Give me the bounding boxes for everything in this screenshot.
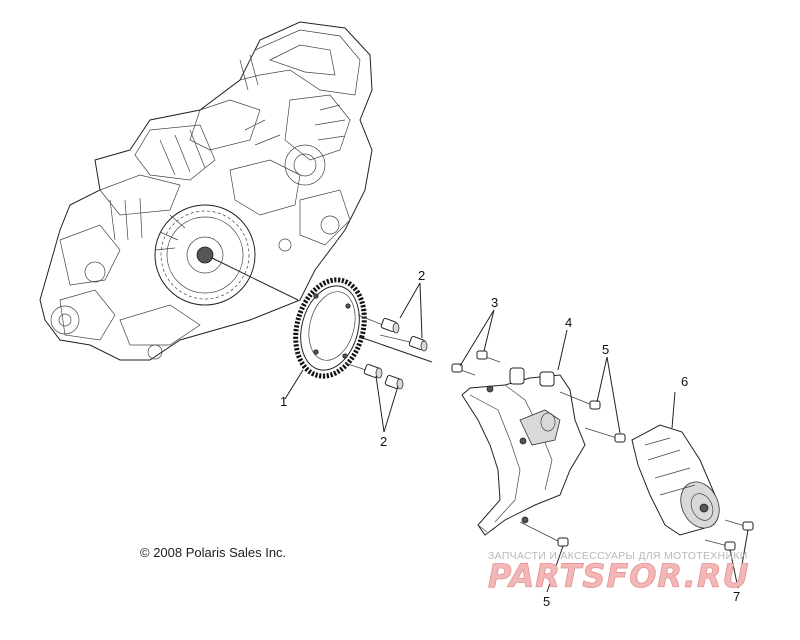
callout-2-lower: 2	[380, 434, 387, 449]
bolt-lower-b	[384, 374, 404, 390]
starter-bolts	[704, 519, 754, 551]
bolt-lower-a	[344, 362, 383, 379]
callout-5-upper: 5	[602, 342, 609, 357]
copyright-notice: © 2008 Polaris Sales Inc.	[140, 545, 286, 560]
starter-ring-gear	[293, 277, 433, 379]
callout-1: 1	[280, 394, 287, 409]
callout-4: 4	[565, 315, 572, 330]
callout-6: 6	[681, 374, 688, 389]
callout-numbers: 1 2 2 3 4 5 5 6 7	[280, 268, 740, 609]
watermark-caption: ЗАПЧАСТИ И АКСЕССУАРЫ ДЛЯ МОТОТЕХНИКИ	[488, 550, 748, 562]
watermark-brand: PARTSFOR.RU	[488, 557, 749, 595]
starter-motor	[631, 391, 720, 536]
cover-bolts-5	[519, 391, 626, 547]
engine-drive-gear	[154, 204, 256, 306]
watermark: ЗАПЧАСТИ И АКСЕССУАРЫ ДЛЯ МОТОТЕХНИКИ PA…	[488, 550, 749, 595]
callout-7: 7	[733, 589, 740, 604]
ring-gear-bolts	[344, 314, 428, 390]
drive-cover-guard	[461, 367, 586, 536]
callout-5-lower: 5	[543, 594, 550, 609]
bolt-upper-a	[357, 314, 400, 334]
engine-crankcase	[39, 21, 373, 361]
leader-lines	[284, 282, 749, 593]
bolt-upper-b	[379, 334, 428, 352]
callout-3: 3	[491, 295, 498, 310]
cover-bolts-3	[451, 350, 501, 376]
callout-2-upper: 2	[418, 268, 425, 283]
